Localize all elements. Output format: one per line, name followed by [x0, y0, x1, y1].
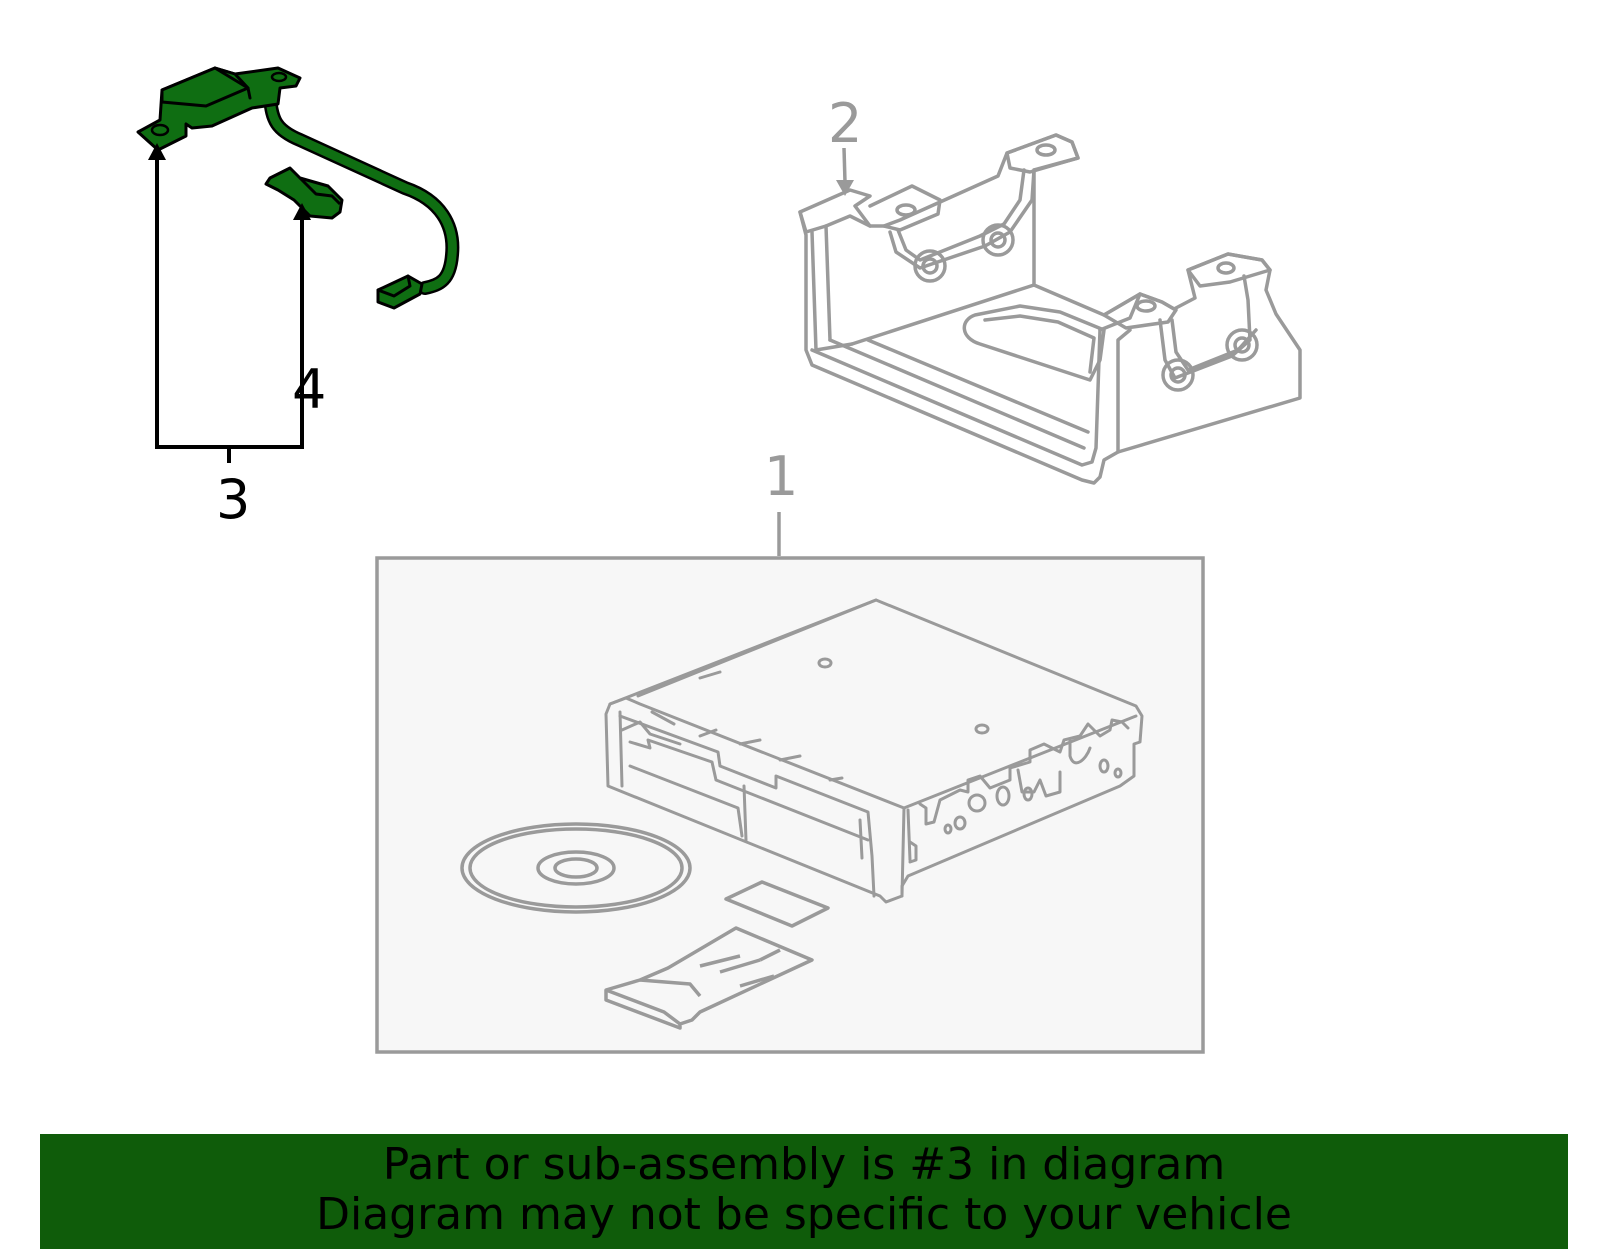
info-banner: Part or sub-assembly is #3 in diagram Di…: [40, 1134, 1568, 1249]
arrowheads-3-4: [148, 143, 311, 220]
leader-2: [836, 147, 854, 196]
part-3-wire-harness[interactable]: [136, 66, 460, 310]
part-4-clip[interactable]: [264, 166, 344, 220]
arrow-to-sensor: [148, 143, 166, 160]
callout-2: 2: [828, 92, 862, 155]
arrow-to-clip: [293, 203, 311, 220]
banner-line-2: Diagram may not be specific to your vehi…: [316, 1189, 1292, 1240]
part-1-navigation-unit[interactable]: [604, 598, 1144, 904]
part-1-manual: [604, 926, 814, 1030]
leader-lines-3-4: [155, 155, 304, 463]
banner-line-1: Part or sub-assembly is #3 in diagram: [382, 1139, 1226, 1190]
callout-3: 3: [216, 468, 250, 531]
part-1-disc: [460, 822, 692, 914]
callout-4: 4: [292, 358, 326, 421]
part-2-bracket[interactable]: [798, 133, 1302, 485]
callout-1: 1: [764, 445, 798, 508]
part-1-card: [724, 880, 830, 928]
